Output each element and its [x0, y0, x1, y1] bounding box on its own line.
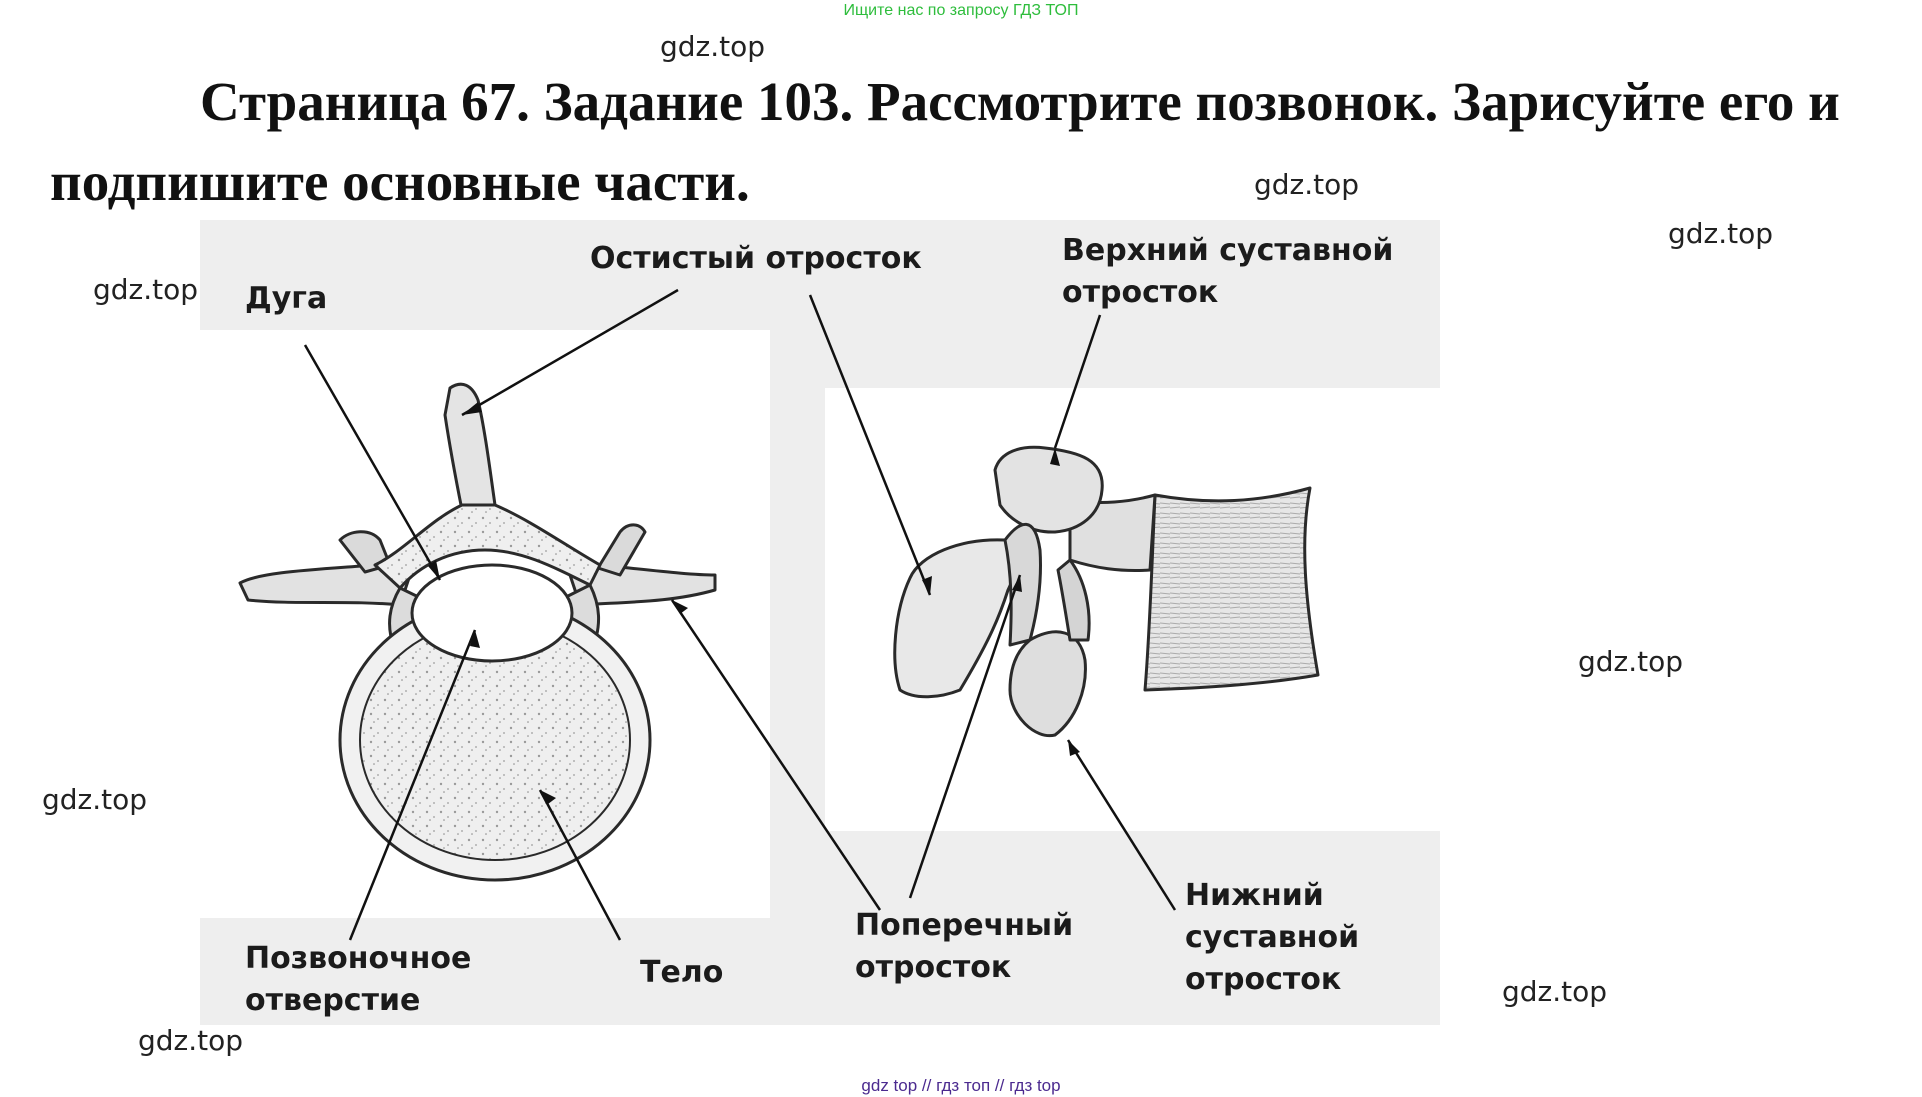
- watermark: gdz.top: [660, 30, 766, 63]
- top-banner[interactable]: Ищите нас по запросу ГДЗ ТОП: [843, 2, 1079, 19]
- leader-transverse-right: [908, 574, 1022, 899]
- leader-transverse-left: [670, 599, 882, 911]
- leader-inferior-articular: [1066, 739, 1177, 911]
- vertebra-illustration: [200, 220, 1440, 1025]
- arrowhead: [1068, 740, 1080, 756]
- label-inferior-articular-2: суставной: [1185, 920, 1360, 955]
- label-foramen-1: Позвоночное: [245, 941, 472, 976]
- arrowhead: [428, 560, 440, 580]
- label-inferior-articular-3: отросток: [1185, 962, 1342, 997]
- label-arc: Дуга: [245, 281, 328, 316]
- label-foramen-2: отверстие: [245, 983, 421, 1018]
- label-superior-articular-2: отросток: [1062, 275, 1219, 310]
- leader-lines: [303, 288, 1177, 941]
- leader-body: [538, 789, 622, 941]
- label-body: Тело: [640, 955, 724, 990]
- watermark: gdz.top: [1254, 168, 1360, 201]
- arrowhead: [1012, 575, 1022, 592]
- label-transverse-2: отросток: [855, 950, 1012, 985]
- arrowhead: [922, 576, 932, 595]
- watermark: gdz.top: [42, 783, 148, 816]
- watermark: gdz.top: [138, 1024, 244, 1057]
- vertebra-top-view: [238, 382, 717, 882]
- label-superior-articular-1: Верхний суставной: [1062, 233, 1394, 268]
- arrowhead: [672, 600, 688, 614]
- label-transverse-1: Поперечный: [855, 908, 1074, 943]
- leader-arc: [303, 344, 442, 581]
- watermark: gdz.top: [1668, 217, 1774, 250]
- label-spinous: Остистый отросток: [590, 241, 922, 276]
- page-title: Страница 67. Задание 103. Рассмотрите по…: [50, 71, 1840, 212]
- arrowhead: [470, 630, 480, 648]
- arrowhead: [1050, 448, 1060, 466]
- leader-transverse-top: [808, 294, 932, 596]
- arrowhead: [462, 402, 482, 415]
- leader-superior-articular: [1053, 314, 1102, 449]
- arrowheads: [428, 402, 1080, 804]
- arrowhead: [540, 790, 556, 804]
- watermark: gdz.top: [1502, 975, 1608, 1008]
- footer-links[interactable]: gdz top // гдз топ // гдз top: [861, 1076, 1061, 1095]
- leader-spinous: [461, 288, 679, 417]
- watermark: gdz.top: [1578, 645, 1684, 678]
- label-inferior-articular-1: Нижний: [1185, 878, 1324, 913]
- leader-foramen: [348, 629, 477, 941]
- vertebra-figure: Дуга Остистый отросток Верхний суставной…: [200, 220, 1440, 1025]
- watermark: gdz.top: [93, 273, 199, 306]
